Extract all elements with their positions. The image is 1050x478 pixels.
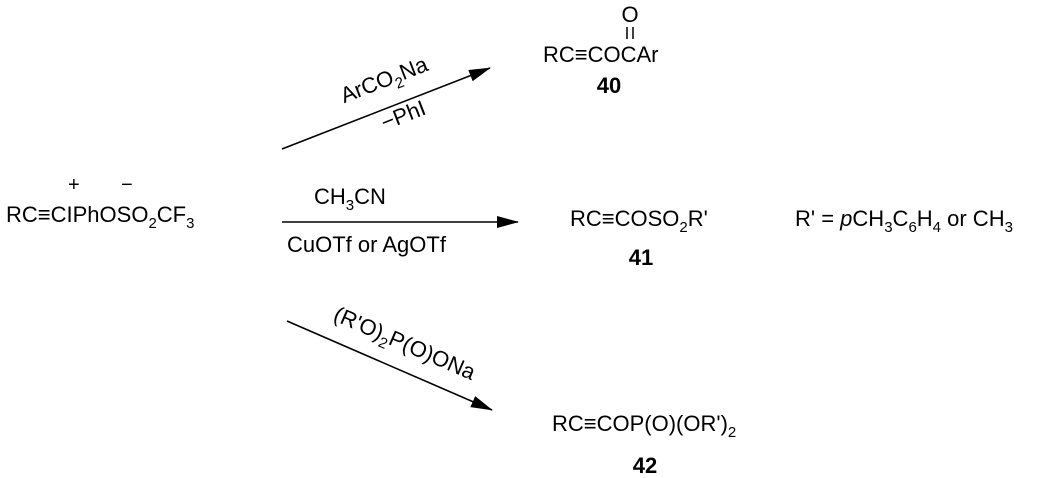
- positive-charge: +: [68, 174, 80, 196]
- r-prime-definition: R' = pCH3C6H4 or CH3: [795, 206, 1013, 236]
- product-40-formula: RC≡COCAr: [543, 42, 659, 67]
- product-42: RC≡COP(O)(OR')2 42: [552, 411, 736, 478]
- product-41-label: 41: [629, 245, 653, 270]
- reactant-iodonium-triflate: RC≡CIPhOSO2CF3 + −: [6, 174, 194, 232]
- arrow-middle-reagent-above: CH3CN: [314, 184, 386, 214]
- product-42-label: 42: [633, 453, 657, 478]
- product-42-formula: RC≡COP(O)(OR')2: [552, 411, 736, 441]
- product-40-carbonyl-oxygen: O: [621, 2, 638, 27]
- arrow-bottom-reaction: (R'O)2P(O)ONa: [286, 301, 493, 411]
- arrow-middle-reagent-below: CuOTf or AgOTf: [287, 232, 447, 257]
- arrow-top: [281, 67, 491, 150]
- arrow-top-reaction: ArCO2Na −PhI: [281, 51, 491, 150]
- product-40-label: 40: [597, 73, 621, 98]
- product-41: RC≡COSO2R' 41: [570, 206, 708, 270]
- arrow-bottom-reagent-above: (R'O)2P(O)ONa: [328, 301, 480, 389]
- product-41-formula: RC≡COSO2R': [570, 206, 708, 236]
- arrow-top-reagent-below: −PhI: [377, 95, 429, 135]
- negative-charge: −: [121, 174, 133, 196]
- arrow-bottom: [286, 320, 493, 411]
- arrow-middle-reaction: CH3CN CuOTf or AgOTf: [282, 184, 519, 257]
- product-40: O RC≡COCAr 40: [543, 2, 659, 98]
- reactant-formula: RC≡CIPhOSO2CF3: [6, 202, 194, 232]
